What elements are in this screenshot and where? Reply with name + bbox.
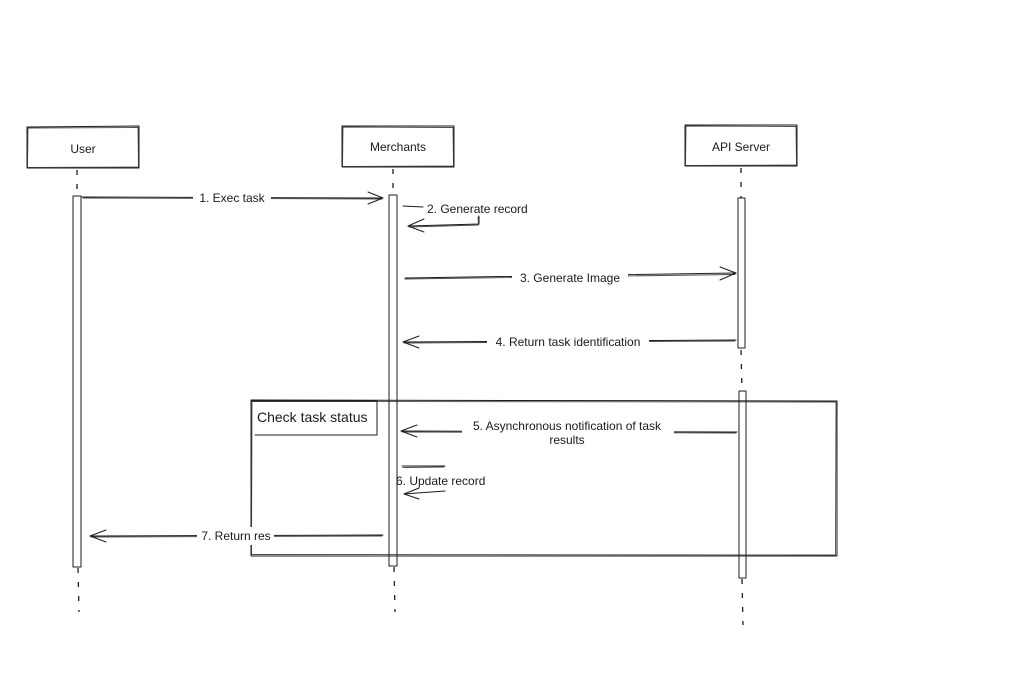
participant-merchants[interactable]: Merchants: [341, 125, 455, 168]
message-6-update-record[interactable]: 6. Update record: [396, 465, 485, 500]
message-2-generate-record[interactable]: 2. Generate record: [402, 202, 528, 233]
message-5-label-line2: results: [549, 433, 584, 447]
lifeline-api-server-mid: [740, 349, 743, 391]
activation-merchants: [388, 194, 398, 567]
lifeline-user-tail: [77, 567, 80, 613]
message-5-label-line1: 5. Asynchronous notification of task: [473, 419, 662, 433]
message-4-label: 4. Return task identification: [496, 335, 641, 349]
lifeline-api-server-tail: [741, 578, 744, 626]
participant-user-label: User: [70, 142, 95, 156]
participant-api-server[interactable]: API Server: [684, 124, 798, 167]
participant-user[interactable]: User: [26, 125, 140, 169]
message-6-label: 6. Update record: [396, 474, 485, 488]
lifeline-merchants-tail: [393, 566, 396, 613]
participant-api-server-label: API Server: [712, 140, 770, 154]
message-1-label: 1. Exec task: [199, 191, 265, 205]
message-7-return-res[interactable]: 7. Return res: [89, 527, 384, 545]
fragment-check-task-status: Check task status: [250, 399, 838, 557]
activation-api-server-2: [738, 390, 747, 579]
message-5-async-notification[interactable]: 5. Asynchronous notification of task res…: [400, 417, 738, 449]
message-3-generate-image[interactable]: 3. Generate Image: [404, 266, 737, 286]
fragment-label: Check task status: [257, 409, 368, 425]
message-4-return-task-id[interactable]: 4. Return task identification: [402, 332, 737, 350]
activation-api-server-1: [737, 197, 746, 349]
activation-user: [72, 195, 82, 568]
message-3-label: 3. Generate Image: [520, 271, 620, 285]
message-1-exec-task[interactable]: 1. Exec task: [81, 188, 384, 206]
message-2-label: 2. Generate record: [427, 202, 528, 216]
participant-merchants-label: Merchants: [370, 140, 426, 154]
message-7-label: 7. Return res: [201, 529, 270, 543]
